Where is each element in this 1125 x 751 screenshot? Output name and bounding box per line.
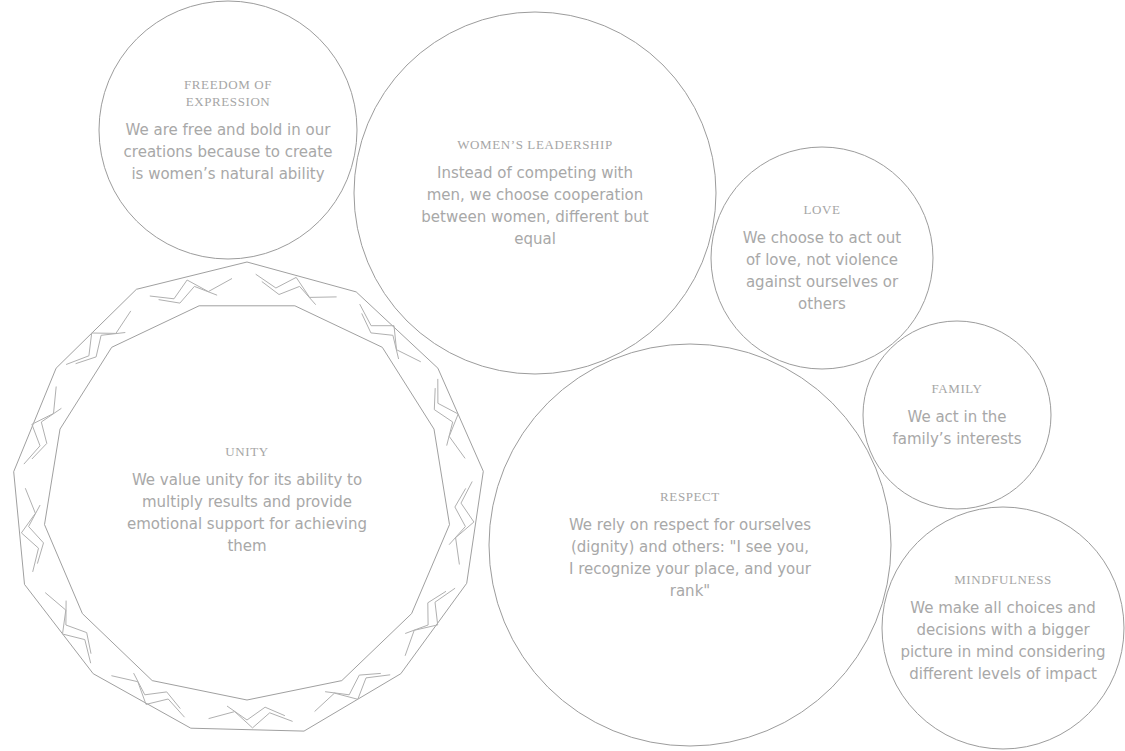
text-area: FAMILY We act in the family’s interests — [881, 339, 1033, 491]
text-area: LOVE We choose to act out of love, not vi… — [733, 169, 912, 348]
text-area: FREEDOM OF EXPRESSION We are free and bol… — [124, 26, 332, 234]
wreath-chevron — [315, 675, 391, 712]
wreath-chevron — [456, 482, 474, 565]
value-description: We act in the family’s interests — [881, 406, 1033, 450]
value-circle: WOMEN’S LEADERSHIP Instead of competing w… — [353, 11, 717, 375]
value-heading: UNITY — [147, 443, 347, 460]
wreath-chevron — [262, 282, 316, 305]
value-description: We are free and bold in our creations be… — [122, 119, 334, 185]
wreath-chevron — [76, 333, 126, 364]
value-circle: FAMILY We act in the family’s interests — [862, 320, 1052, 510]
value-heading: LOVE — [747, 201, 897, 218]
wreath-chevron — [150, 279, 232, 299]
circle-outline — [99, 1, 357, 259]
value-description: Instead of competing with men, we choose… — [417, 162, 653, 250]
wreath-chevron — [66, 311, 131, 365]
wreath-outer-edge — [14, 262, 484, 731]
value-description: We rely on respect for ourselves (dignit… — [567, 514, 813, 602]
circle-outline — [354, 12, 716, 374]
value-heading: FAMILY — [887, 380, 1027, 397]
value-circle: FREEDOM OF EXPRESSION We are free and bol… — [98, 0, 358, 260]
wreath-chevron — [405, 591, 446, 633]
circle-outline — [882, 507, 1124, 749]
text-area: WOMEN’S LEADERSHIP Instead of competing w… — [390, 48, 681, 339]
value-wreath: UNITY We value unity for its ability to m… — [5, 258, 489, 742]
value-heading: WOMEN’S LEADERSHIP — [415, 136, 655, 153]
value-circle: LOVE We choose to act out of love, not vi… — [710, 146, 934, 370]
wreath-chevron — [325, 673, 381, 694]
text-area: MINDFULNESSWe make all choices and decis… — [906, 531, 1101, 726]
wreath-chevron — [45, 593, 90, 664]
value-heading: FREEDOM OF EXPRESSION — [168, 76, 288, 110]
value-description: We choose to act out of love, not violen… — [734, 227, 910, 315]
wreath-chevron — [362, 313, 399, 359]
value-heading: RESPECT — [590, 488, 790, 505]
wreath-chevron — [360, 304, 421, 362]
wreath-chevron — [29, 505, 44, 564]
wreath-chevron — [134, 673, 181, 709]
value-heading: MINDFULNESS — [918, 571, 1088, 588]
wreath-chevron — [405, 588, 455, 656]
wreath-chevron — [438, 379, 465, 459]
wreath-chevron — [449, 488, 466, 544]
text-area: UNITY We value unity for its ability to m… — [67, 320, 427, 680]
circle-outline — [489, 344, 891, 746]
wreath-chevron — [24, 387, 56, 465]
text-area: RESPECT We rely on respect for ourselves … — [529, 384, 852, 707]
wreath-chevron — [227, 706, 285, 720]
wreath-chevron — [32, 408, 62, 459]
value-description: We make all choices and decisions with a… — [900, 597, 1106, 685]
wreath-chevron — [434, 388, 452, 446]
circle-outline — [711, 147, 933, 369]
wreath-inner-edge — [45, 306, 450, 700]
wreath-chevron — [21, 488, 38, 572]
wreath-chevron — [111, 676, 184, 718]
wreath-chevron — [159, 286, 218, 303]
wreath-chevron — [66, 601, 91, 654]
value-circle: RESPECT We rely on respect for ourselves … — [488, 343, 892, 747]
value-description: We value unity for its ability to multip… — [111, 469, 383, 557]
value-circle: MINDFULNESS We make all choices and decis… — [881, 506, 1125, 750]
circle-outline — [863, 321, 1051, 509]
